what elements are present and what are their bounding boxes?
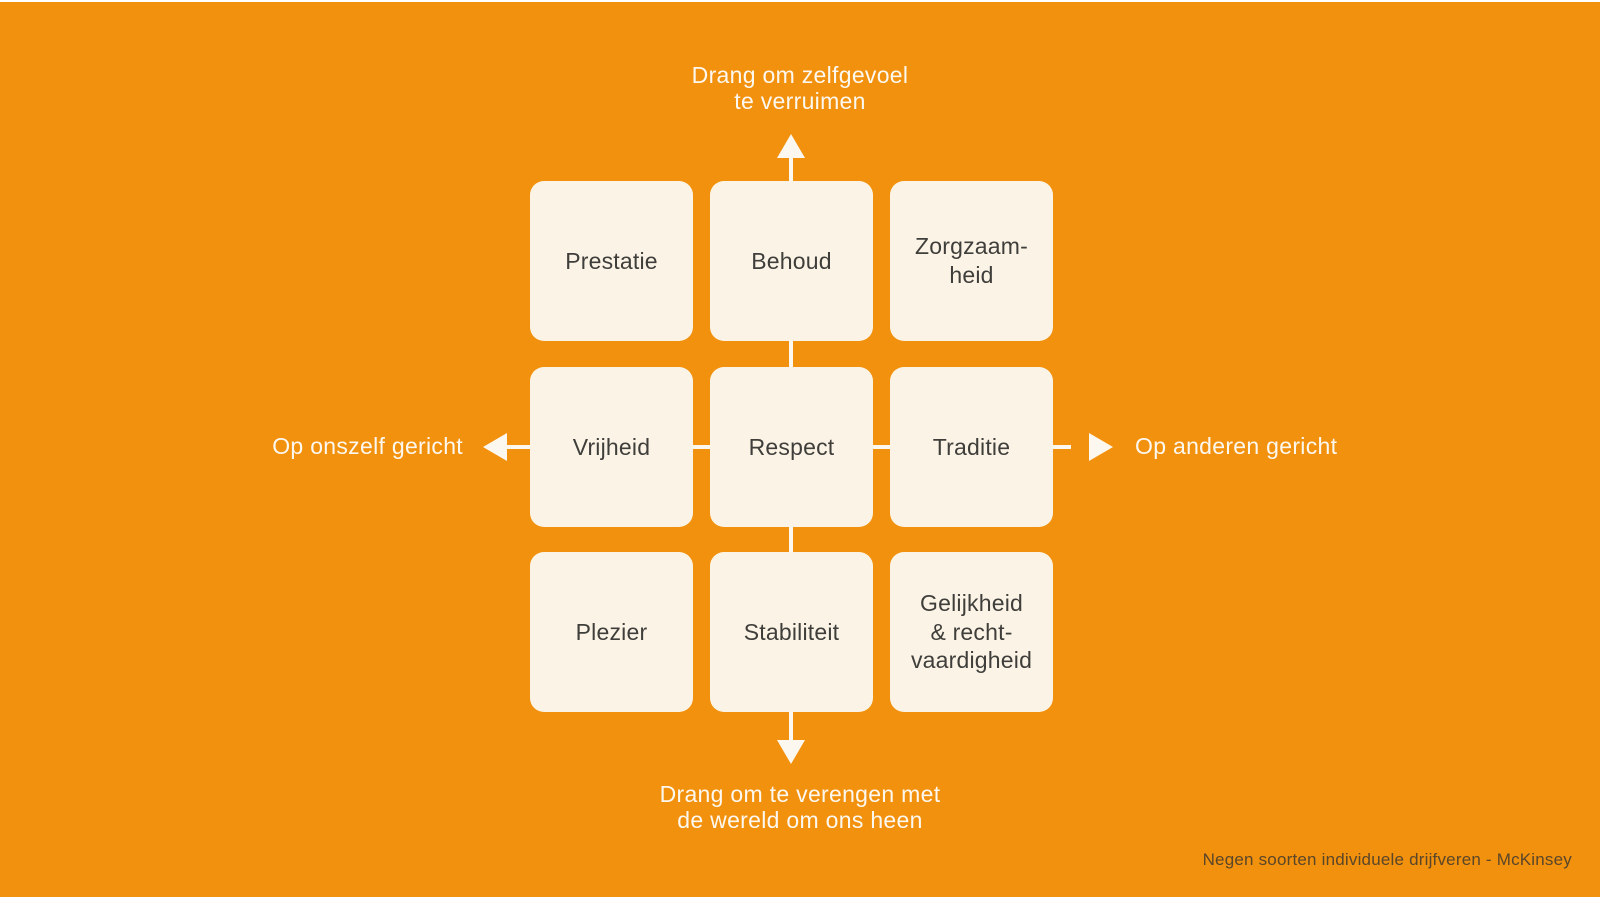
arrow-right-icon (1089, 433, 1113, 461)
card-zorgzaamheid: Zorgzaam- heid (890, 181, 1053, 341)
axis-label-right: Op anderen gericht (1135, 433, 1338, 459)
axis-label-bottom: Drang om te verengen met de wereld om on… (659, 781, 941, 833)
card-plezier: Plezier (530, 552, 693, 712)
card-stabiliteit: Stabiliteit (710, 552, 873, 712)
card-respect: Respect (710, 367, 873, 527)
card-traditie: Traditie (890, 367, 1053, 527)
card-vrijheid: Vrijheid (530, 367, 693, 527)
axis-label-top: Drang om zelfgevoel te verruimen (691, 62, 909, 114)
axis-label-left: Op onszelf gericht (272, 433, 463, 459)
card-behoud: Behoud (710, 181, 873, 341)
arrow-left-icon (483, 433, 507, 461)
card-gelijkheid-rechtvaardigheid: Gelijkheid & recht- vaardigheid (890, 552, 1053, 712)
arrow-up-icon (777, 134, 805, 158)
source-attribution: Negen soorten individuele drijfveren - M… (1202, 850, 1572, 869)
card-prestatie: Prestatie (530, 181, 693, 341)
arrow-down-icon (777, 740, 805, 764)
